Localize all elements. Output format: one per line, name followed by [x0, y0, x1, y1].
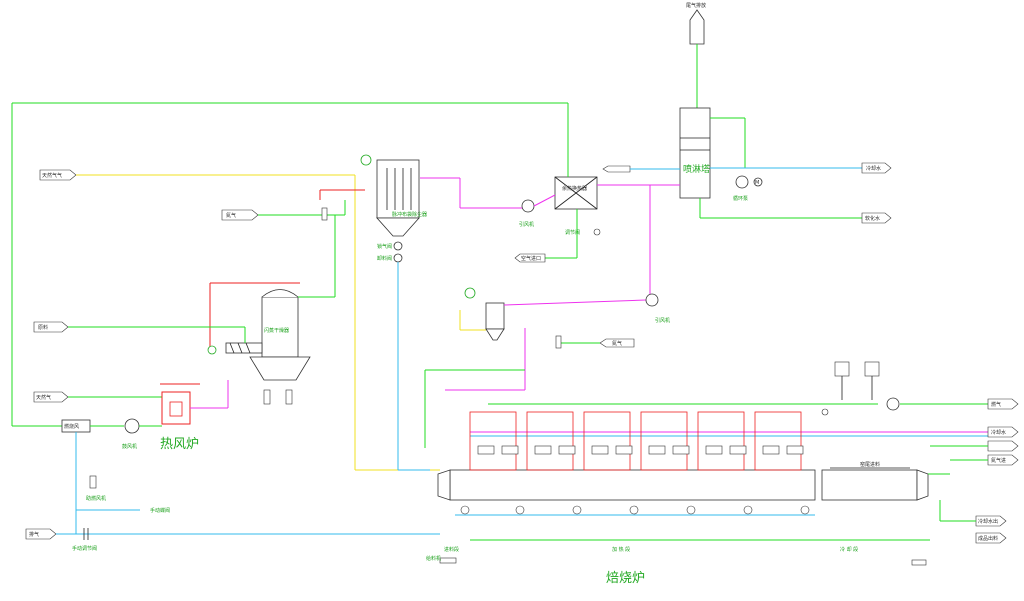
- discharge-valve-label: 卸料阀: [377, 255, 392, 262]
- n2-in-label: 氮气进: [991, 457, 1006, 464]
- natural-gas-top-label: 天然气气: [42, 172, 62, 179]
- induced-fan-1: 引风机: [519, 199, 535, 228]
- heat-exchanger-label: 余热换热器: [562, 185, 587, 192]
- product-out-label: 成品出料: [978, 535, 998, 542]
- exhaust-to-label: 排气: [29, 531, 39, 538]
- bottom-burners: [460, 505, 810, 515]
- rotary-kiln-label: 焙烧炉: [606, 571, 645, 586]
- motor-label: M: [755, 180, 759, 186]
- water-pump-label: 循环泵: [733, 195, 748, 202]
- kiln-zone-cool-label: 冷 却 段: [840, 546, 858, 553]
- lock-valve-label: 锁气阀: [377, 243, 392, 250]
- spray-tower-label: 喷淋塔: [683, 163, 710, 175]
- spray-dryer: 闪蒸干燥器: [249, 289, 311, 405]
- cyclone: [464, 287, 505, 341]
- spray-dryer-label: 闪蒸干燥器: [264, 327, 289, 334]
- exhaust-stack: 尾气排放: [686, 2, 706, 108]
- kiln-zone-heat-label: 加 热 段: [612, 546, 630, 553]
- cooling-water-label: 冷却水: [866, 165, 881, 172]
- combust-fan-label: 助燃风机: [86, 495, 106, 502]
- heat-exchanger: 余热换热器: [554, 176, 598, 210]
- induced-fan-1-label: 引风机: [519, 221, 534, 228]
- material-in-label: 原料: [38, 324, 48, 331]
- bag-filter: 脉冲布袋除尘器 锁气阀 卸料阀: [360, 154, 427, 263]
- natural-gas-label: 天然气: [36, 394, 51, 401]
- hot-air-furnace-label: 热风炉: [160, 437, 199, 452]
- soft-water-label: 软化水: [865, 215, 880, 222]
- hot-air-furnace: 热风炉: [160, 391, 199, 452]
- check-valve-label: 调节阀: [565, 229, 580, 236]
- kiln-zone-feed-label: 进料段: [444, 546, 459, 553]
- manual-valve2-label: 手动调节阀: [72, 545, 97, 552]
- combustion-air-label: 燃烧风: [64, 423, 79, 430]
- nitrogen-2-label: 氮气: [612, 340, 622, 347]
- blower-label: 鼓风机: [122, 443, 137, 450]
- kiln-feed-label: 窑尾进料: [860, 461, 880, 468]
- gas-out-label: 燃气: [991, 401, 1001, 408]
- exhaust-out-label: 尾气排放: [686, 2, 706, 9]
- induced-fan-2-label: 引风机: [655, 317, 670, 324]
- spray-tower: 喷淋塔: [679, 107, 746, 199]
- water-out-label: 冷却水出: [978, 518, 998, 525]
- burner-group: [469, 411, 804, 471]
- rotary-kiln: 焙烧炉: [437, 467, 929, 586]
- air-in-label: 空气进口: [521, 255, 541, 262]
- water-in-label: 冷却水: [991, 429, 1006, 436]
- nitrogen-1-label: 氮气: [226, 212, 236, 219]
- feeder-label: 给料机: [426, 555, 441, 562]
- water-pump: M 循环泵: [733, 175, 763, 202]
- bag-filter-label: 脉冲布袋除尘器: [392, 211, 427, 218]
- manual-valve-label: 手动蝶阀: [150, 507, 170, 514]
